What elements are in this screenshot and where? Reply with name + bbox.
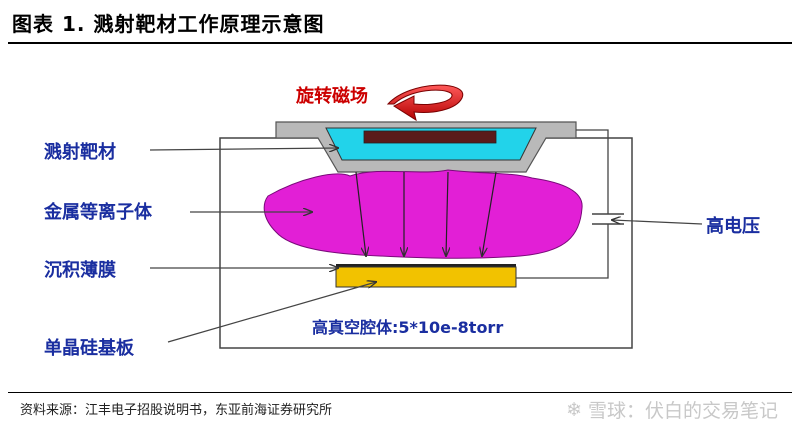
ion-arrow [355, 171, 366, 256]
watermark: ❄ 雪球：伏白的交易笔记 [566, 396, 778, 423]
target-pointer-arrow [149, 148, 338, 150]
watermark-logo-icon: ❄ [566, 398, 582, 421]
film-label: 沉积薄膜 [44, 259, 116, 281]
rotation-arrow-icon [386, 84, 464, 122]
deposited-film [336, 264, 516, 267]
title-rule [8, 42, 792, 44]
plasma-label: 金属等离子体 [43, 201, 153, 223]
high-voltage-label: 高电压 [706, 215, 760, 237]
source-note: 资料来源：江丰电子招股说明书，东亚前海证券研究所 [20, 403, 333, 418]
hv-wire-top [576, 129, 609, 214]
ion-arrow [482, 171, 497, 256]
ion-arrow [446, 171, 448, 256]
rotating-field-label: 旋转磁场 [295, 85, 368, 107]
substrate-label: 单晶硅基板 [44, 337, 135, 359]
vacuum-label: 高真空腔体:5*10e-8torr [312, 318, 503, 337]
magnet-bar [363, 130, 497, 144]
hv-pointer-arrow [612, 220, 703, 225]
watermark-text: 雪球：伏白的交易笔记 [587, 400, 778, 422]
figure-title: 图表 1. 溅射靶材工作原理示意图 [12, 12, 325, 36]
substrate-pointer-arrow [167, 282, 376, 343]
plasma-cloud [263, 169, 583, 259]
hv-wire-bottom [516, 224, 609, 279]
target-label: 溅射靶材 [44, 141, 116, 163]
substrate-wafer [335, 266, 517, 288]
footer-rule [8, 392, 792, 393]
